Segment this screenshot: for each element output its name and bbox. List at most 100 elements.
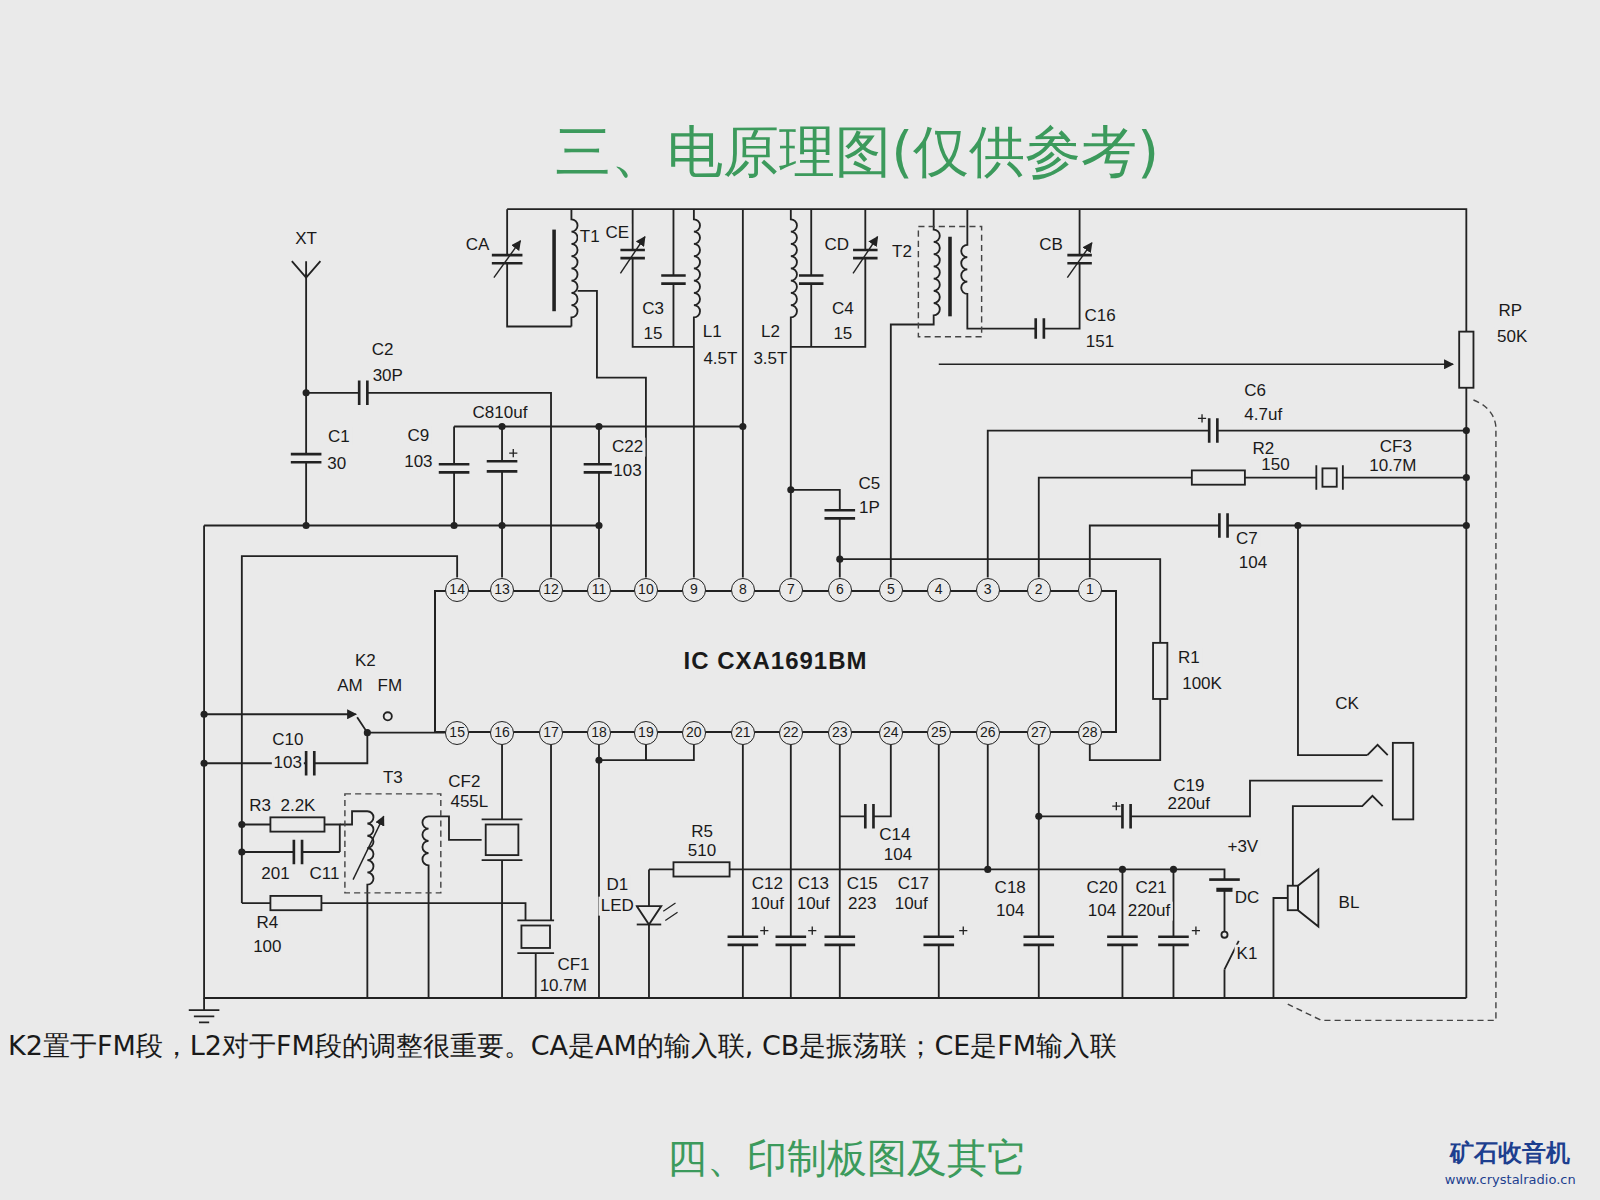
junction-dot — [1170, 866, 1177, 873]
wire — [305, 273, 307, 525]
pin-number: 9 — [690, 582, 698, 597]
component-label: C12 — [750, 874, 785, 893]
pin-circle: 6 — [828, 578, 852, 602]
led-symbol — [663, 903, 677, 920]
capacitor-plate — [824, 937, 855, 945]
component-label: 30 — [325, 455, 348, 474]
dashed-box — [1288, 400, 1496, 1020]
led-symbol — [637, 924, 661, 926]
pin-circle: 11 — [587, 578, 611, 602]
pin-circle: 24 — [879, 721, 903, 745]
component-body — [482, 819, 523, 860]
junction-dot — [595, 522, 602, 529]
pin-number: 2 — [1035, 582, 1043, 597]
capacitor-plate — [1107, 937, 1138, 945]
component-label: 10uf — [795, 895, 832, 914]
junction-dot — [1463, 427, 1470, 434]
component-label: 103 — [611, 462, 643, 481]
junction-dot — [1035, 813, 1042, 820]
wire — [1224, 969, 1226, 998]
diagram-title: 三、电原理图(仅供参考) — [555, 115, 1159, 191]
tuning-arrow — [620, 237, 644, 274]
capacitor-plate — [359, 381, 367, 405]
tuning-arrow — [939, 364, 1453, 365]
pin-circle: 2 — [1027, 578, 1051, 602]
pin-number: 6 — [836, 582, 844, 597]
component-body — [1221, 932, 1227, 938]
component-body — [1459, 332, 1473, 388]
page-text: www.crystalradio.cn — [1443, 1172, 1578, 1186]
component-label: CF1 — [555, 956, 591, 975]
component-label: 510 — [686, 842, 718, 861]
pin-number: 23 — [832, 725, 848, 740]
dashed-box — [345, 227, 1496, 1021]
wire — [891, 209, 940, 577]
component-label: 104 — [882, 846, 914, 865]
capacitor-plate — [865, 804, 873, 828]
component-label: T3 — [381, 768, 405, 787]
component-label: 100K — [1180, 674, 1224, 693]
junction-dot — [364, 729, 371, 736]
dashed-box — [918, 227, 981, 337]
component-label: C21 — [1133, 878, 1168, 897]
wire — [673, 209, 675, 347]
component-label: CB — [1037, 236, 1065, 255]
polarity-mark — [808, 927, 816, 935]
component-label: DC — [1233, 889, 1262, 908]
component-label: C22 — [610, 438, 645, 457]
component-label: 3.5T — [751, 350, 789, 369]
tuning-arrow — [494, 241, 521, 278]
component-label: 201 — [259, 865, 291, 884]
polarity-mark — [959, 927, 967, 935]
component-body — [517, 920, 554, 953]
tuning-arrow — [352, 237, 1453, 880]
junction-dot — [451, 522, 458, 529]
wire — [1090, 526, 1467, 578]
pin-circle: 22 — [779, 721, 803, 745]
wire — [1038, 816, 1040, 998]
polarity-mark — [1192, 927, 1200, 935]
pin-number: 17 — [543, 725, 559, 740]
component-label: 10.7M — [538, 976, 589, 995]
component-body — [1393, 743, 1413, 820]
component-body — [292, 261, 321, 277]
wire — [598, 760, 600, 998]
component-body — [948, 237, 952, 317]
wire — [742, 745, 744, 998]
junction-dot — [498, 522, 505, 529]
pin-circle: 13 — [490, 578, 514, 602]
polarity-mark — [760, 927, 768, 935]
component-label: C19 — [1171, 776, 1206, 795]
component-label: 151 — [1084, 332, 1116, 351]
component-label: C5 — [857, 474, 883, 493]
wire — [340, 811, 374, 998]
component-label: +3V — [1225, 838, 1260, 857]
ic-chip: IC CXA1691BM1413121110987654321151617181… — [434, 590, 1118, 733]
pin-circle: 9 — [682, 578, 706, 602]
junction-dot — [238, 821, 245, 828]
capacitor-plate — [584, 464, 615, 472]
component-body — [673, 862, 729, 876]
wire — [961, 209, 1079, 328]
component-label: LED — [599, 897, 636, 916]
wire — [987, 745, 989, 869]
led-symbol — [637, 906, 661, 924]
pin-number: 19 — [638, 725, 654, 740]
wire — [204, 525, 599, 527]
wire — [791, 490, 840, 578]
capacitor-plate — [294, 840, 302, 864]
component-label: 220uf — [1165, 795, 1212, 814]
pin-number: 8 — [739, 582, 747, 597]
pin-number: 5 — [887, 582, 895, 597]
pin-number: 21 — [735, 725, 751, 740]
pin-circle: 14 — [445, 578, 469, 602]
component-label: AM — [335, 676, 365, 695]
polarity-mark — [1112, 802, 1120, 810]
capacitor-plate — [661, 276, 685, 284]
junction-dot — [1463, 522, 1470, 529]
component-label: T2 — [890, 243, 914, 262]
wire — [742, 209, 744, 577]
component-label: C10 — [270, 730, 305, 749]
wire — [938, 745, 940, 998]
